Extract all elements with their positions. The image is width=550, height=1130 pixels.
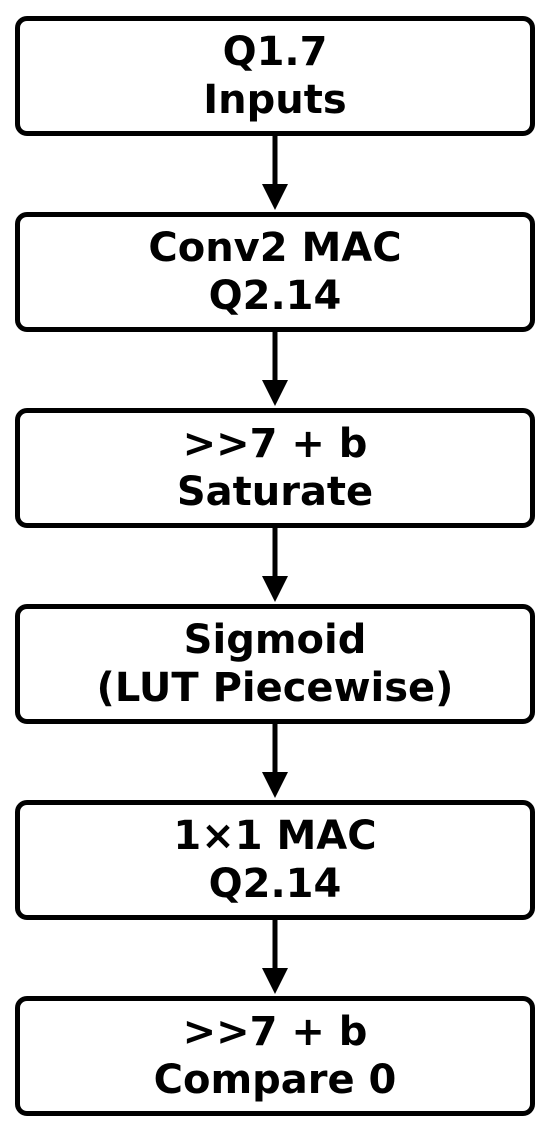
flow-arrow: [262, 920, 288, 994]
node-label-line: Inputs: [203, 77, 347, 123]
node-label-line: >>7 + b: [182, 421, 368, 467]
flow-arrow: [262, 136, 288, 210]
node-1x1-mac: 1×1 MAC Q2.14: [15, 800, 535, 920]
node-label-line: Sigmoid: [183, 617, 367, 663]
node-label-line: Compare 0: [153, 1057, 397, 1103]
flow-arrow: [262, 332, 288, 406]
node-shift-saturate: >>7 + b Saturate: [15, 408, 535, 528]
node-label-line: (LUT Piecewise): [96, 665, 454, 711]
node-shift-compare: >>7 + b Compare 0: [15, 996, 535, 1116]
node-label-line: Q2.14: [208, 273, 342, 319]
node-sigmoid-lut: Sigmoid (LUT Piecewise): [15, 604, 535, 724]
node-q17-inputs: Q1.7 Inputs: [15, 16, 535, 136]
flow-arrow: [262, 724, 288, 798]
flow-arrow: [262, 528, 288, 602]
node-label-line: 1×1 MAC: [173, 813, 377, 859]
node-label-line: >>7 + b: [182, 1009, 368, 1055]
node-label-line: Saturate: [176, 469, 374, 515]
node-conv2-mac: Conv2 MAC Q2.14: [15, 212, 535, 332]
node-label-line: Q1.7: [222, 29, 328, 75]
node-label-line: Q2.14: [208, 861, 342, 907]
node-label-line: Conv2 MAC: [148, 225, 402, 271]
